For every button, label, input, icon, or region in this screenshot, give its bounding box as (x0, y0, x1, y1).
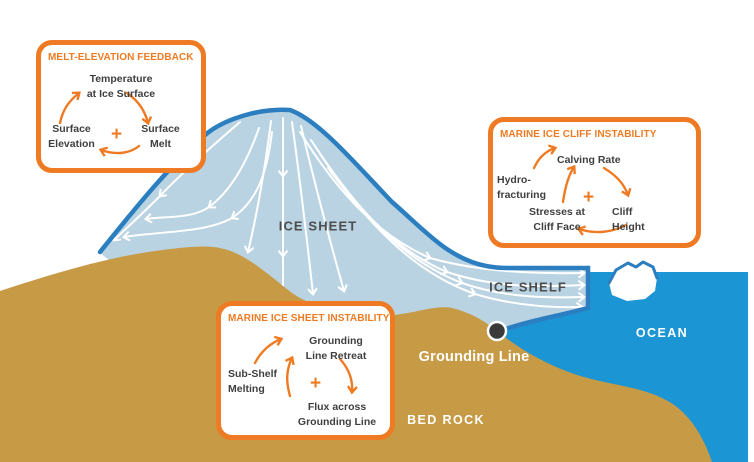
cycle-arrow (338, 357, 358, 395)
node-temperature-at-ice-surface: Temperature at Ice Surface (86, 73, 156, 100)
node-hydrofracturing: Hydro- fracturing (497, 174, 547, 201)
cycle-arrow (58, 91, 81, 125)
marine-ice-sheet-instability-box: MARINE ICE SHEET INSTABILITY Grounding L… (216, 301, 395, 440)
cycle-arrow (576, 223, 628, 236)
cycle-arrow (253, 335, 284, 365)
sheet-box-title: MARINE ICE SHEET INSTABILITY (228, 313, 390, 324)
sheet-cycle-arrows (253, 335, 358, 398)
melt-elevation-feedback-box: MELT-ELEVATION FEEDBACK Temperature at I… (36, 40, 206, 173)
cycle-arrow (284, 355, 295, 398)
cycle-arrow (125, 91, 153, 126)
node-cliff-height: Cliff Height (612, 206, 645, 233)
ice-flow-lines (114, 117, 584, 307)
iceberg-outline (607, 260, 659, 285)
plus-sign: + (310, 373, 322, 394)
iceberg-shape (609, 262, 657, 301)
node-stresses-at-cliff-face: Stresses at Cliff Face (528, 206, 586, 233)
marine-ice-cliff-instability-box: MARINE ICE CLIFF INSTABILITY Calving Rat… (488, 117, 701, 248)
plus-sign: + (111, 124, 123, 145)
node-flux-across-grounding-line: Flux across Grounding Line (297, 401, 377, 428)
feedback-cycle-arrows (58, 91, 153, 157)
feedback-box-title: MELT-ELEVATION FEEDBACK (48, 52, 194, 63)
node-calving-rate: Calving Rate (557, 154, 621, 166)
cycle-arrow (98, 144, 141, 157)
cycle-arrow (602, 166, 632, 198)
cliff-cycle-arrows (532, 144, 632, 236)
grounding-line-dot (486, 320, 508, 342)
cycle-arrow (561, 164, 576, 204)
cliff-box-title: MARINE ICE CLIFF INSTABILITY (500, 129, 657, 140)
plus-sign: + (583, 187, 595, 208)
cycle-arrow (532, 144, 558, 170)
node-surface-elevation: Surface Elevation (48, 123, 95, 150)
node-sub-shelf-melting: Sub-Shelf Melting (228, 368, 277, 395)
node-grounding-line-retreat: Grounding Line Retreat (305, 335, 367, 362)
node-surface-melt: Surface Melt (141, 123, 180, 150)
